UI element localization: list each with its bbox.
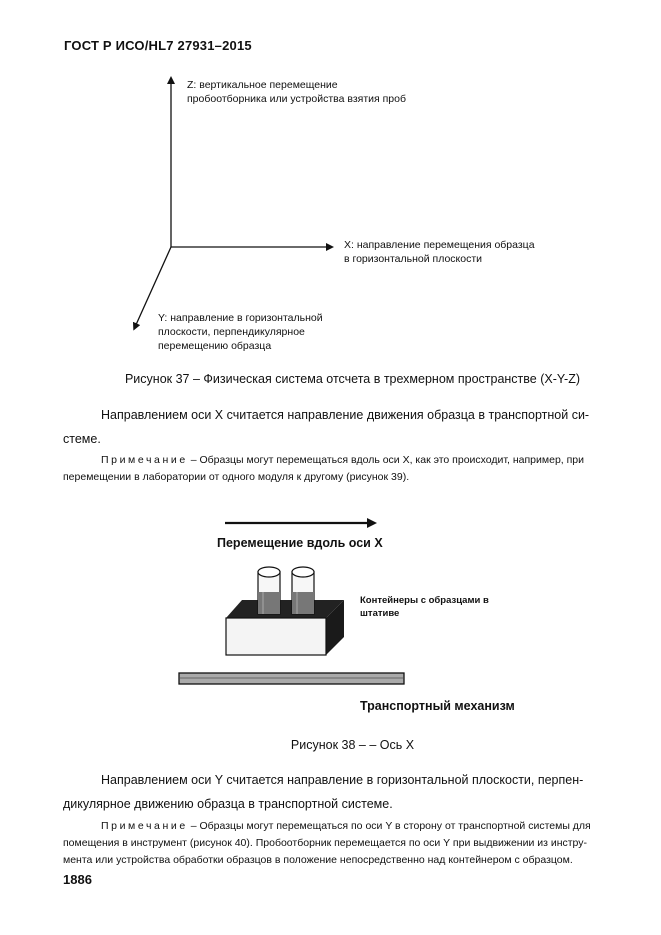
- movement-label: Перемещение вдоль оси X: [217, 536, 383, 550]
- z-axis-label: Z: вертикальное перемещение пробоотборни…: [187, 78, 406, 106]
- y-axis-line: [132, 246, 172, 331]
- note2-line-1: – Образцы могут перемещаться по оси Y в …: [187, 820, 591, 832]
- y-label-line-3: перемещению образца: [158, 340, 272, 352]
- y-label-line-2: плоскости, перпендикулярное: [158, 326, 305, 338]
- sample-rack: [225, 600, 344, 656]
- sample-tube-1: [257, 566, 281, 615]
- note2-label: Примечание: [101, 820, 188, 832]
- para2-line-1: Направлением оси Y считается направление…: [101, 773, 584, 787]
- y-label-line-1: Y: направление в горизонтальной: [158, 312, 323, 324]
- note-x-axis: Примечание – Образцы могут перемещаться …: [63, 452, 629, 486]
- x-axis-label: X: направление перемещения образца в гор…: [344, 238, 535, 266]
- note1-line-2: перемещении в лаборатории от одного моду…: [63, 471, 410, 483]
- figure-37-caption: Рисунок 37 – Физическая система отсчета …: [124, 372, 581, 386]
- z-label-line-2: пробоотборника или устройства взятия про…: [187, 93, 406, 105]
- z-label-line-1: Z: вертикальное перемещение: [187, 79, 338, 91]
- containers-label: Контейнеры с образцами в штативе: [360, 594, 489, 620]
- note2-line-2: помещения в инструмент (рисунок 40). Про…: [63, 837, 588, 849]
- paragraph-y-axis: Направлением оси Y считается направление…: [63, 768, 629, 816]
- figure-38-caption: Рисунок 38 – – Ось X: [290, 738, 415, 752]
- containers-label-line-2: штативе: [360, 608, 400, 619]
- axes-diagram: [132, 76, 334, 331]
- note1-line-1: – Образцы могут перемещаться вдоль оси X…: [187, 454, 585, 466]
- note1-label: Примечание: [101, 454, 188, 466]
- para2-line-2: дикулярное движению образца в транспортн…: [63, 797, 393, 811]
- paragraph-x-axis: Направлением оси X считается направление…: [63, 403, 629, 451]
- x-axis-illustration: [178, 518, 405, 685]
- x-label-line-2: в горизонтальной плоскости: [344, 253, 483, 265]
- containers-label-line-1: Контейнеры с образцами в: [360, 595, 489, 606]
- transport-label: Транспортный механизм: [360, 699, 515, 713]
- sample-tube-2: [291, 566, 315, 615]
- y-axis-label: Y: направление в горизонтальной плоскост…: [158, 311, 323, 353]
- x-label-line-1: X: направление перемещения образца: [344, 239, 535, 251]
- note2-line-3: мента или устройства обработки образцов …: [63, 854, 573, 866]
- para1-line-1: Направлением оси X считается направление…: [101, 408, 590, 422]
- para1-line-2: стеме.: [63, 432, 101, 446]
- transport-bar: [178, 672, 405, 685]
- page-number: 1886: [63, 872, 92, 887]
- document-header: ГОСТ Р ИСО/HL7 27931–2015: [64, 38, 252, 53]
- note-y-axis: Примечание – Образцы могут перемещаться …: [63, 818, 629, 869]
